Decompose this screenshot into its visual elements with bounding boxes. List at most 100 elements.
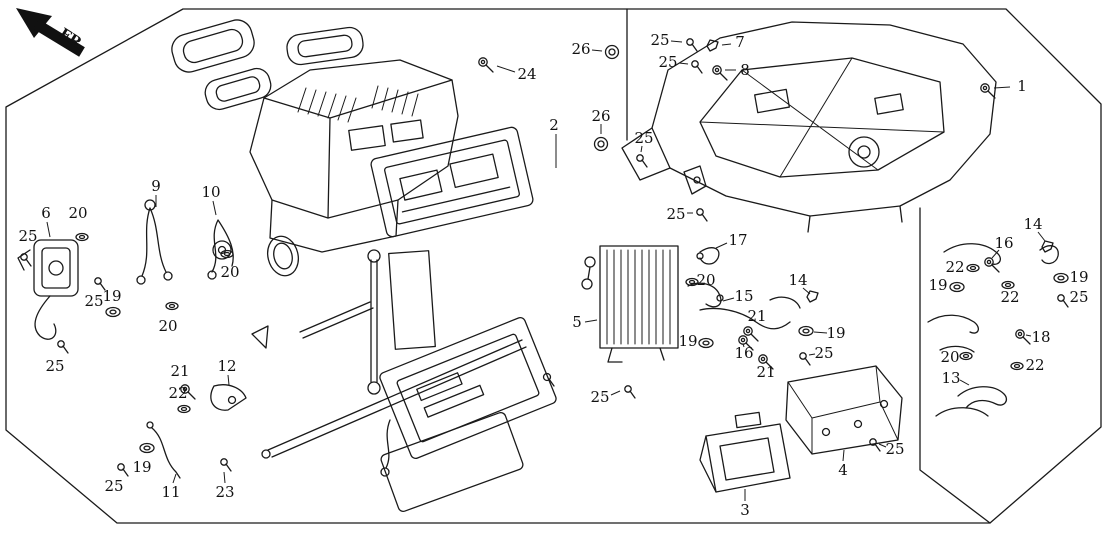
callout-label: 19 [102,287,121,305]
washer-icon [177,404,191,414]
callout-14: 14 [788,271,819,303]
callout-20: 20 [685,271,716,289]
callout-label: 22 [1000,288,1019,306]
callout-label: 25 [814,344,833,362]
callout-10: 10 [201,183,221,216]
callout-label: 25 [104,477,123,495]
callout-19: 19 [102,287,122,318]
callout-label: 22 [945,258,964,276]
washer-icon [75,232,89,242]
callout-label: 10 [201,183,220,201]
lever-art [380,419,391,477]
callout-21: 21 [756,354,776,381]
mount-bracket-art [785,365,903,455]
callout-label: 22 [1025,356,1044,374]
callout-label: 19 [928,276,947,294]
heater-core-art [581,245,679,363]
callout-9: 9 [151,177,161,207]
callout-label: 21 [747,307,766,325]
bolt-icon [743,326,759,342]
callout-label: 2 [549,116,559,134]
callout-25: 25 [799,344,834,366]
bolt-icon [712,65,728,81]
callout-11: 11 [161,473,181,501]
fr-label: FR. [56,24,90,55]
callout-label: 25 [1069,288,1088,306]
callout-label: 11 [161,483,180,501]
bolt-icon [478,57,494,73]
callout-label: 25 [885,440,904,458]
control-arms-art [687,247,801,330]
screw-icon [636,154,648,168]
fr-direction-arrow: FR. [16,8,90,57]
small-bracket-art [683,165,707,195]
clip-icon [706,39,719,52]
screw-icon [799,352,811,366]
callout-label: 3 [740,501,750,519]
callout-label: 26 [591,107,610,125]
callout-label: 12 [217,357,236,375]
callout-2: 2 [549,116,559,168]
callout-22: 22 [1010,356,1045,374]
washer-icon [959,351,973,361]
callout-25: 25 [18,227,38,267]
callout-label: 26 [571,40,590,58]
callout-17: 17 [715,231,748,249]
callout-20: 20 [940,348,973,366]
heater-unit-art [249,59,459,277]
callout-19: 19 [798,324,846,342]
callout-label: 20 [68,204,87,222]
callout-20: 20 [158,301,179,335]
callout-label: 22 [168,384,187,402]
washer-icon [220,249,234,259]
callout-23: 23 [215,458,235,501]
callout-label: 19 [1069,268,1088,286]
callout-label: 7 [735,33,745,51]
callout-label: 8 [740,61,750,79]
callout-label: 25 [650,31,669,49]
callout-4: 4 [838,449,848,479]
callout-22: 22 [168,384,191,414]
duct-art [699,411,791,493]
grommet-icon [1053,272,1069,284]
callout-25: 25 [1057,288,1089,308]
screw-icon [20,253,32,267]
callout-label: 21 [170,362,189,380]
callout-label: 25 [666,205,685,223]
callout-22: 22 [945,258,980,276]
callout-26: 26 [591,107,611,152]
callout-label: 19 [678,332,697,350]
callout-label: 14 [788,271,807,289]
callout-15: 15 [722,287,754,305]
callout-14: 14 [1023,215,1054,253]
callout-label: 20 [220,263,239,281]
callout-label: 20 [940,348,959,366]
callout-26: 26 [571,40,620,60]
screw-icon [220,458,232,472]
callout-label: 25 [658,53,677,71]
callout-label: 25 [590,388,609,406]
callout-8: 8 [712,61,750,81]
callout-16: 16 [734,335,754,362]
callout-6: 6 [41,204,51,238]
callout-label: 4 [838,461,848,479]
lower-panel-art [380,411,524,513]
callout-22: 22 [1000,280,1020,306]
callout-25: 25 [869,438,905,458]
callout-label: 25 [84,292,103,310]
actuator-art [17,239,79,340]
callout-21: 21 [170,362,196,400]
grommet-icon [105,306,121,318]
clip-icon [1041,240,1054,253]
callout-19: 19 [678,332,714,350]
callout-20: 20 [68,204,89,242]
callout-label: 1 [1017,77,1027,95]
screw-icon [117,463,129,477]
bolt-icon [738,335,754,351]
diagram-border [5,8,1102,524]
callout-16: 16 [984,234,1014,273]
callout-label: 24 [517,65,536,83]
callout-label: 17 [728,231,747,249]
callout-3: 3 [740,489,750,519]
